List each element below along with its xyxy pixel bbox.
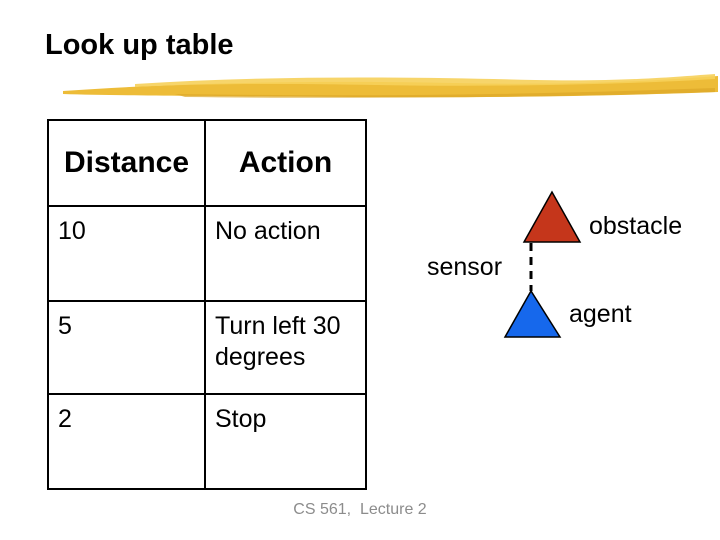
- brush-stroke-highlight: [135, 74, 715, 87]
- table-cell-distance-row2: 5: [49, 302, 206, 395]
- table-cell-action-row2: Turn left 30 degrees: [206, 302, 365, 395]
- obstacle-label: obstacle: [589, 212, 683, 240]
- table-cell-action-row3: Stop: [215, 405, 267, 433]
- table-header-action: Action: [206, 121, 365, 207]
- agent-triangle-icon: [503, 289, 562, 338]
- table-cell-distance-row1: 10: [49, 207, 206, 302]
- table-cell-distance-row3: 2: [49, 395, 206, 488]
- slide-footer: CS 561, Lecture 2: [293, 501, 427, 518]
- agent-label: agent: [569, 300, 632, 328]
- sensor-label: sensor: [427, 253, 503, 281]
- agent-sensor-diagram: [503, 190, 582, 338]
- brush-stroke-underline: [63, 74, 718, 98]
- obstacle-triangle-icon: [522, 190, 582, 243]
- lookup-table: Distance Action 10 No action 5 Turn left…: [47, 119, 367, 490]
- brush-stroke-main: [63, 76, 718, 98]
- page-title: Look up table: [45, 29, 234, 61]
- table-header-distance: Distance: [49, 121, 206, 207]
- brush-stroke-shadow: [175, 88, 715, 98]
- table-cell-action-row1: No action: [206, 207, 365, 302]
